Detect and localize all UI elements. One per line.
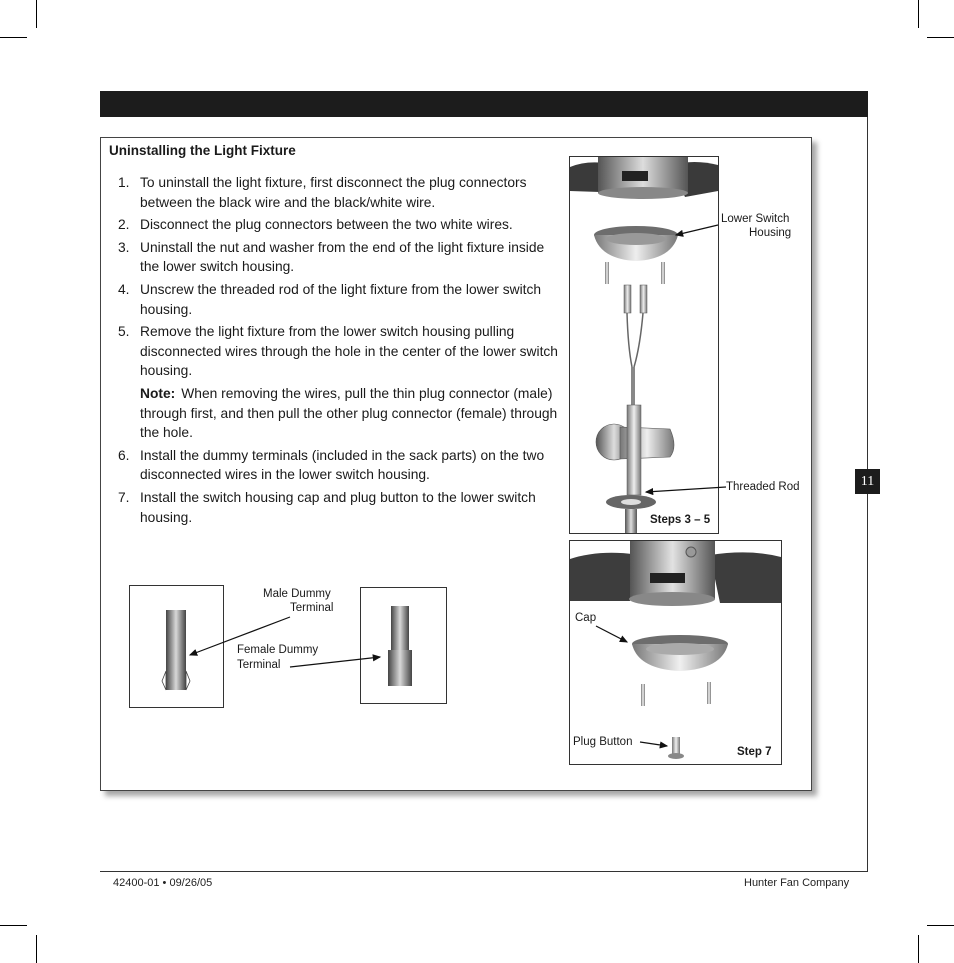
step-text: Unscrew the threaded rod of the light fi… [140,281,542,317]
steps-list: 1. To uninstall the light fixture, first … [118,173,558,530]
step-number: 7. [118,489,130,505]
step-7-illustration [570,541,781,759]
crop-mark [927,925,954,926]
step-number: 5. [118,324,130,340]
crop-mark [0,37,27,38]
figure-caption: Step 7 [737,746,772,758]
crop-mark [36,935,37,963]
label-plug-button: Plug Button [573,736,633,748]
note-label: Note: [140,385,176,401]
label-cap: Cap [575,612,597,624]
list-item: 4. Unscrew the threaded rod of the light … [118,280,558,319]
step-number: 4. [118,281,130,297]
figure-step-7: Step 7 [569,540,782,765]
figure-steps-3-5: Steps 3 – 5 [569,156,719,534]
crop-mark [918,935,919,963]
page-border-bottom [100,871,868,872]
footer-company: Hunter Fan Company [744,877,850,889]
list-item: 3. Uninstall the nut and washer from the … [118,238,558,277]
step-text: Disconnect the plug connectors between t… [140,217,513,233]
list-item: 5. Remove the light fixture from the lowe… [118,322,558,443]
list-item: 6. Install the dummy terminals (included … [118,446,558,485]
page-number: 11 [855,469,880,494]
crop-mark [927,37,954,38]
crop-mark [0,925,27,926]
female-terminal-illustration [388,606,412,686]
label-threaded-rod: Threaded Rod [726,481,800,493]
page-border-right [867,117,868,871]
figure-female-terminal [360,587,447,704]
crop-mark [36,0,37,28]
note-text: When removing the wires, pull the thin p… [140,385,558,441]
step-number: 6. [118,447,130,463]
header-bar [100,91,868,117]
list-item: 2. Disconnect the plug connectors between… [118,215,558,235]
male-terminal-illustration [161,610,191,691]
figure-caption: Steps 3 – 5 [650,514,711,526]
list-item: 7. Install the switch housing cap and plu… [118,488,558,527]
step-number: 3. [118,239,130,255]
step-text: Remove the light fixture from the lower … [140,324,558,379]
step-text: Install the switch housing cap and plug … [140,489,536,525]
section-heading: Uninstalling the Light Fixture [109,143,296,158]
step-text: Install the dummy terminals (included in… [140,447,545,483]
label-female-terminal: Terminal [237,659,281,671]
step-note: Note:When removing the wires, pull the t… [140,384,558,443]
label-housing: Housing [749,227,792,239]
label-lower-switch: Lower Switch [721,213,790,225]
steps-3-5-illustration [570,157,718,533]
label-female-dummy: Female Dummy [237,644,319,656]
list-item: 1. To uninstall the light fixture, first … [118,173,558,212]
footer-doc-code: 42400-01 • 09/26/05 [113,877,213,889]
step-number: 1. [118,175,130,190]
crop-mark [918,0,919,28]
label-male-terminal: Terminal [290,602,334,614]
label-male-dummy: Male Dummy [263,588,331,600]
step-number: 2. [118,217,130,233]
step-text: Uninstall the nut and washer from the en… [140,239,545,275]
step-text: To uninstall the light fixture, first di… [140,175,527,210]
figure-male-terminal [129,585,224,708]
